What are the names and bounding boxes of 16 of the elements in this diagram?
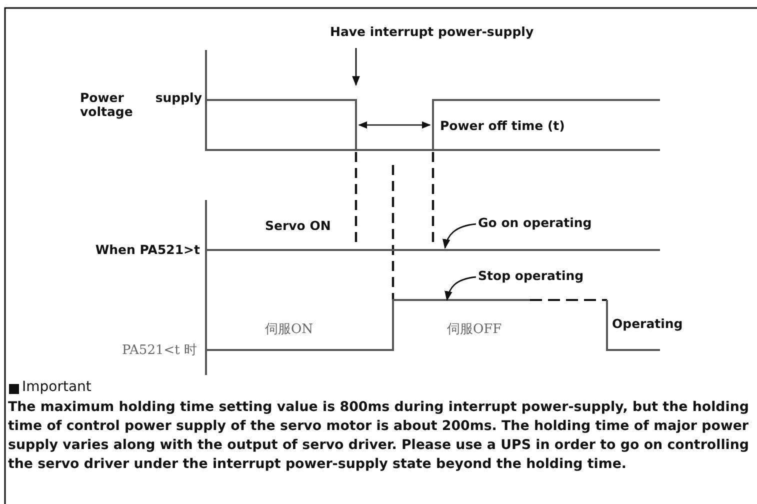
dimension-label: Power off time (t) xyxy=(440,118,565,133)
callout-label: Go on operating xyxy=(478,215,592,230)
note-heading: Important xyxy=(22,380,92,395)
leader-line xyxy=(444,276,476,301)
state-label: Servo ON xyxy=(265,218,331,233)
arrow xyxy=(352,48,360,86)
state-label: 伺服ON xyxy=(265,322,314,337)
callout-label: Stop operating xyxy=(478,268,584,283)
state-label: Operating xyxy=(612,316,683,331)
signal-label: Power supply voltage xyxy=(80,91,202,119)
event-label: Have interrupt power-supply xyxy=(330,24,534,39)
signal-label: PA521<t 时 xyxy=(120,343,197,358)
signal-label: When PA521>t xyxy=(94,242,200,257)
note-paragraph: The maximum holding time setting value is 800ms during interrupt power-supply, but the holding time of control power supply of the servo motor is about 200ms. The holding time of major power supply varies along with the output of servo driver. Please use a UPS in order to go on controlling the servo driver under the interrupt power-supply state beyond the holding time. xyxy=(8,399,750,474)
state-label: 伺服OFF xyxy=(447,322,502,337)
leader-line xyxy=(442,223,476,249)
